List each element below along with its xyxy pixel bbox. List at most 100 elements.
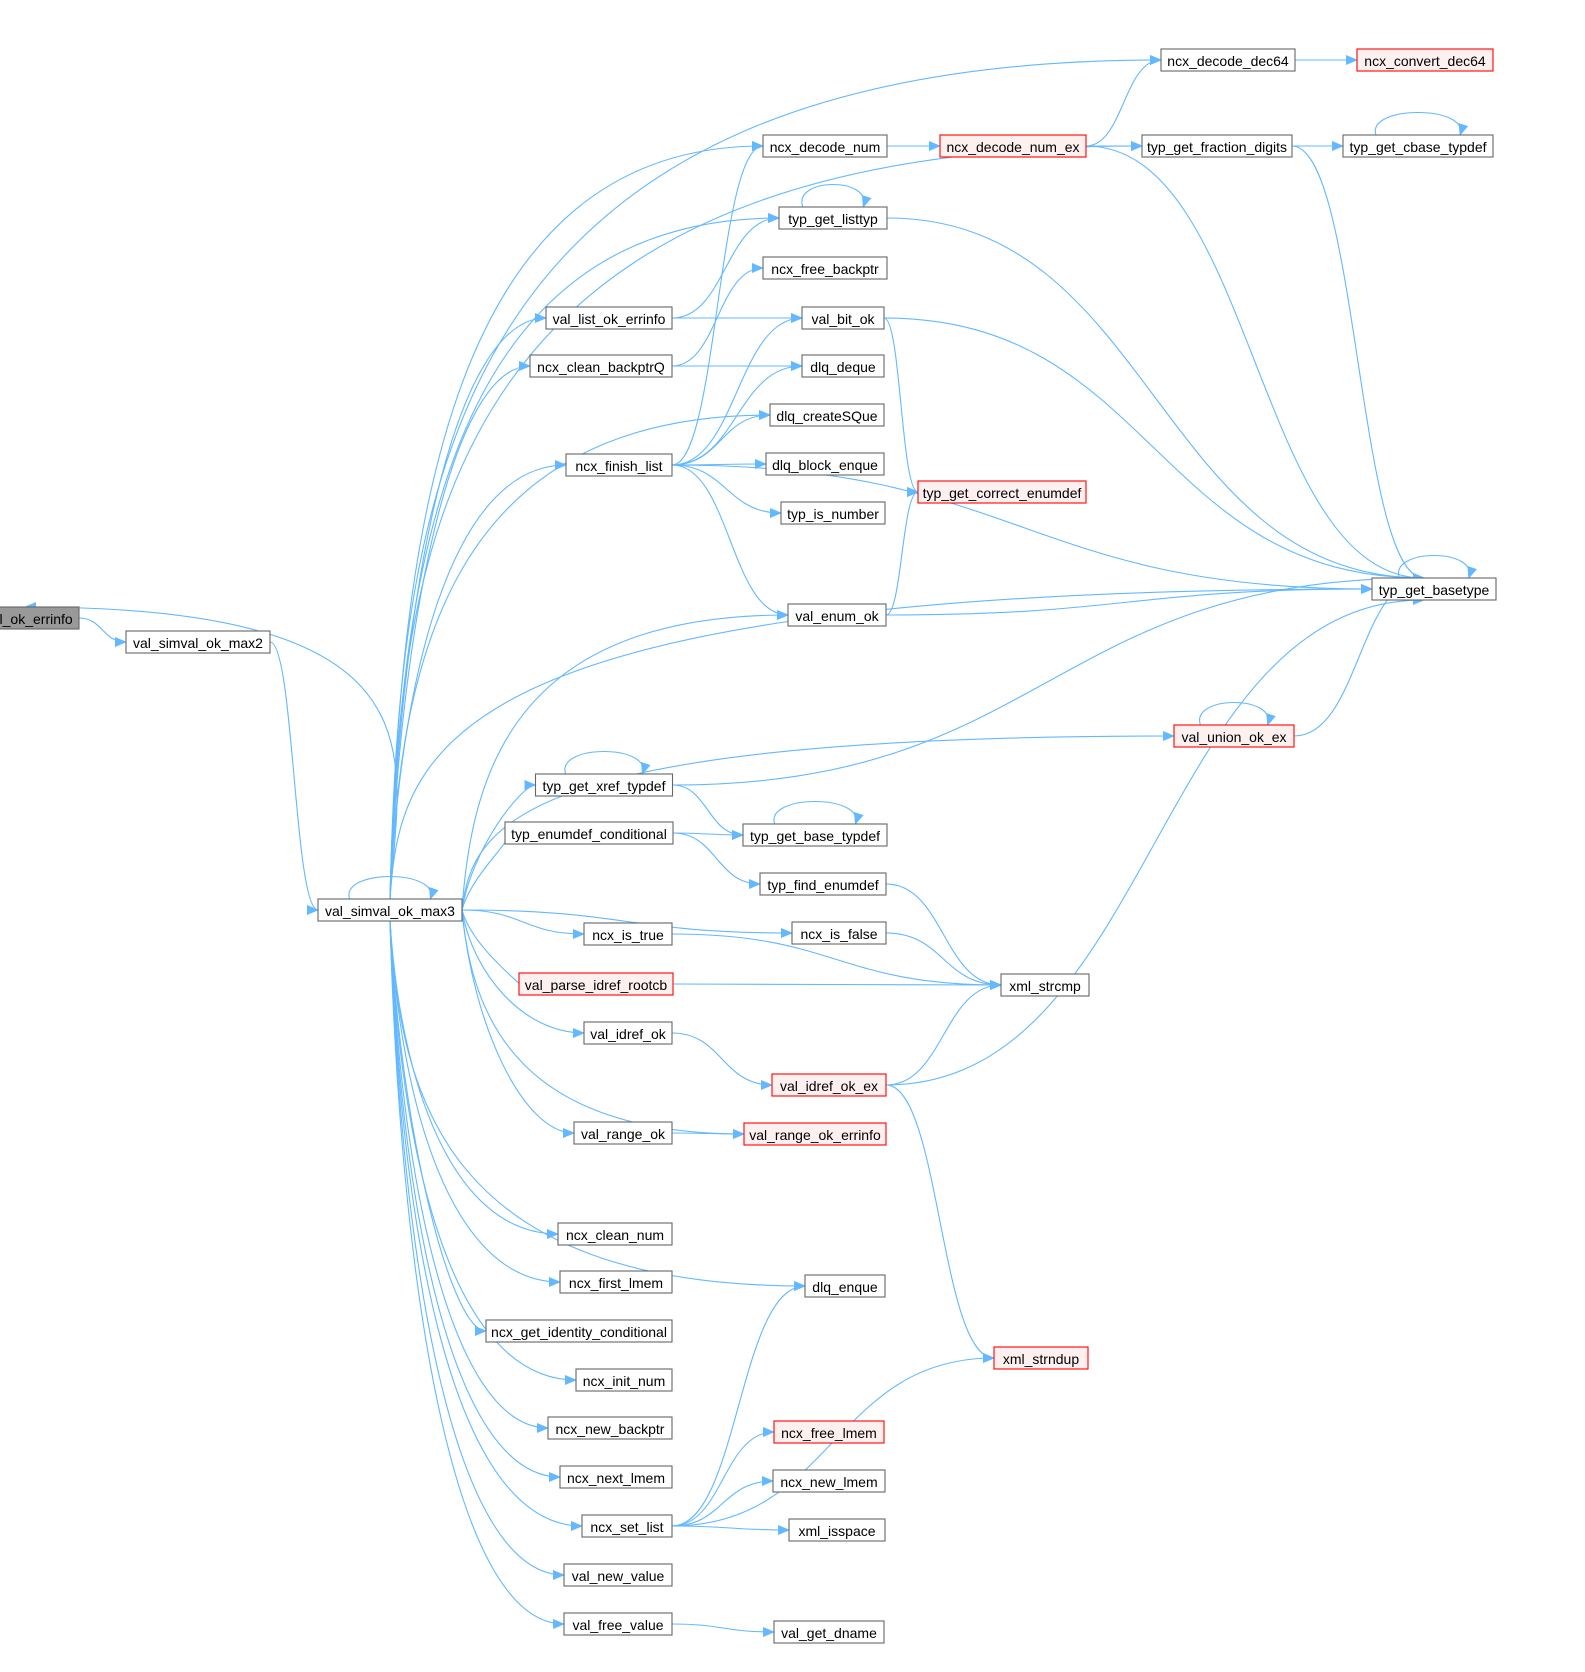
node-val-idref-ok[interactable]: val_idref_ok — [583, 1021, 673, 1045]
node-val-simval-ok-max3[interactable]: val_simval_ok_max3 — [317, 898, 463, 922]
node-xml-strcmp[interactable]: xml_strcmp — [1000, 973, 1090, 997]
node-box[interactable] — [317, 898, 463, 922]
node-box[interactable] — [801, 306, 885, 330]
node-box[interactable] — [773, 1620, 885, 1644]
node-box[interactable] — [939, 134, 1087, 158]
node-box[interactable] — [573, 1121, 673, 1145]
node-val-bit-ok[interactable]: val_bit_ok — [801, 306, 885, 330]
node-box[interactable] — [547, 1416, 673, 1440]
node-box[interactable] — [993, 1346, 1089, 1370]
node-box[interactable] — [1141, 134, 1293, 158]
node-val-simval-ok-errinfo[interactable]: val_simval_ok_errinfo — [0, 606, 80, 630]
node-box[interactable] — [565, 453, 673, 477]
node-val-idref-ok-ex[interactable]: val_idref_ok_ex — [771, 1073, 887, 1097]
node-box[interactable] — [1356, 48, 1494, 72]
node-box[interactable] — [559, 1465, 673, 1489]
node-box[interactable] — [559, 1270, 673, 1294]
node-box[interactable] — [742, 823, 888, 847]
node-box[interactable] — [563, 1612, 673, 1636]
node-box[interactable] — [563, 1563, 673, 1587]
node-box[interactable] — [534, 773, 674, 797]
node-box[interactable] — [485, 1319, 673, 1343]
node-ncx-new-lmem[interactable]: ncx_new_lmem — [772, 1469, 886, 1493]
node-box[interactable] — [791, 921, 887, 945]
node-box[interactable] — [583, 922, 673, 946]
node-box[interactable] — [778, 206, 888, 230]
node-val-free-value[interactable]: val_free_value — [563, 1612, 673, 1636]
node-box[interactable] — [545, 306, 673, 330]
node-ncx-get-identity-conditional[interactable]: ncx_get_identity_conditional — [485, 1319, 673, 1343]
node-box[interactable] — [771, 1073, 887, 1097]
node-ncx-convert-dec64[interactable]: ncx_convert_dec64 — [1356, 48, 1494, 72]
node-val-get-dname[interactable]: val_get_dname — [773, 1620, 885, 1644]
node-box[interactable] — [773, 1420, 885, 1444]
node-typ-get-fraction-digits[interactable]: typ_get_fraction_digits — [1141, 134, 1293, 158]
node-box[interactable] — [575, 1368, 673, 1392]
node-dlq-deque[interactable]: dlq_deque — [801, 354, 885, 378]
node-val-range-ok-errinfo[interactable]: val_range_ok_errinfo — [743, 1122, 887, 1146]
node-box[interactable] — [743, 1122, 887, 1146]
node-typ-is-number[interactable]: typ_is_number — [780, 501, 886, 525]
node-box[interactable] — [1160, 48, 1296, 72]
node-ncx-is-true[interactable]: ncx_is_true — [583, 922, 673, 946]
node-val-new-value[interactable]: val_new_value — [563, 1563, 673, 1587]
node-typ-get-correct-enumdef[interactable]: typ_get_correct_enumdef — [917, 480, 1087, 504]
node-val-union-ok-ex[interactable]: val_union_ok_ex — [1173, 724, 1295, 748]
node-box[interactable] — [125, 630, 271, 654]
node-ncx-free-backptr[interactable]: ncx_free_backptr — [762, 256, 888, 280]
node-box[interactable] — [804, 1274, 886, 1298]
node-ncx-init-num[interactable]: ncx_init_num — [575, 1368, 673, 1392]
node-ncx-finish-list[interactable]: ncx_finish_list — [565, 453, 673, 477]
node-box[interactable] — [762, 256, 888, 280]
node-box[interactable] — [762, 134, 888, 158]
node-box[interactable] — [518, 972, 674, 996]
node-ncx-decode-num-ex[interactable]: ncx_decode_num_ex — [939, 134, 1087, 158]
node-val-parse-idref-rootcb[interactable]: val_parse_idref_rootcb — [518, 972, 674, 996]
node-val-range-ok[interactable]: val_range_ok — [573, 1121, 673, 1145]
node-box[interactable] — [759, 872, 887, 896]
node-ncx-free-lmem[interactable]: ncx_free_lmem — [773, 1420, 885, 1444]
node-ncx-decode-num[interactable]: ncx_decode_num — [762, 134, 888, 158]
node-box[interactable] — [780, 501, 886, 525]
node-typ-enumdef-conditional[interactable]: typ_enumdef_conditional — [504, 821, 674, 845]
node-box[interactable] — [1000, 973, 1090, 997]
node-typ-get-xref-typdef[interactable]: typ_get_xref_typdef — [534, 773, 674, 797]
node-box[interactable] — [581, 1514, 673, 1538]
node-typ-get-basetype[interactable]: typ_get_basetype — [1371, 577, 1497, 601]
node-box[interactable] — [769, 403, 885, 427]
node-typ-get-cbase-typdef[interactable]: typ_get_cbase_typdef — [1342, 134, 1494, 158]
node-box[interactable] — [1342, 134, 1494, 158]
node-ncx-next-lmem[interactable]: ncx_next_lmem — [559, 1465, 673, 1489]
node-box[interactable] — [1173, 724, 1295, 748]
node-ncx-is-false[interactable]: ncx_is_false — [791, 921, 887, 945]
node-box[interactable] — [787, 603, 887, 627]
node-ncx-new-backptr[interactable]: ncx_new_backptr — [547, 1416, 673, 1440]
node-xml-isspace[interactable]: xml_isspace — [788, 1518, 886, 1542]
node-val-simval-ok-max2[interactable]: val_simval_ok_max2 — [125, 630, 271, 654]
node-typ-find-enumdef[interactable]: typ_find_enumdef — [759, 872, 887, 896]
node-dlq-enque[interactable]: dlq_enque — [804, 1274, 886, 1298]
node-box[interactable] — [504, 821, 674, 845]
node-dlq-block-enque[interactable]: dlq_block_enque — [765, 452, 885, 476]
node-box[interactable] — [772, 1469, 886, 1493]
node-box[interactable] — [583, 1021, 673, 1045]
node-ncx-clean-num[interactable]: ncx_clean_num — [557, 1222, 673, 1246]
node-typ-get-listtyp[interactable]: typ_get_listtyp — [778, 206, 888, 230]
node-xml-strndup[interactable]: xml_strndup — [993, 1346, 1089, 1370]
node-box[interactable] — [788, 1518, 886, 1542]
node-val-list-ok-errinfo[interactable]: val_list_ok_errinfo — [545, 306, 673, 330]
node-box[interactable] — [801, 354, 885, 378]
node-box[interactable] — [765, 452, 885, 476]
node-box[interactable] — [0, 606, 80, 630]
node-dlq-createSQue[interactable]: dlq_createSQue — [769, 403, 885, 427]
node-ncx-clean-backptrQ[interactable]: ncx_clean_backptrQ — [529, 354, 673, 378]
node-val-enum-ok[interactable]: val_enum_ok — [787, 603, 887, 627]
node-ncx-decode-dec64[interactable]: ncx_decode_dec64 — [1160, 48, 1296, 72]
node-box[interactable] — [1371, 577, 1497, 601]
node-ncx-set-list[interactable]: ncx_set_list — [581, 1514, 673, 1538]
node-box[interactable] — [917, 480, 1087, 504]
node-box[interactable] — [557, 1222, 673, 1246]
node-typ-get-base-typdef[interactable]: typ_get_base_typdef — [742, 823, 888, 847]
node-box[interactable] — [529, 354, 673, 378]
node-ncx-first-lmem[interactable]: ncx_first_lmem — [559, 1270, 673, 1294]
